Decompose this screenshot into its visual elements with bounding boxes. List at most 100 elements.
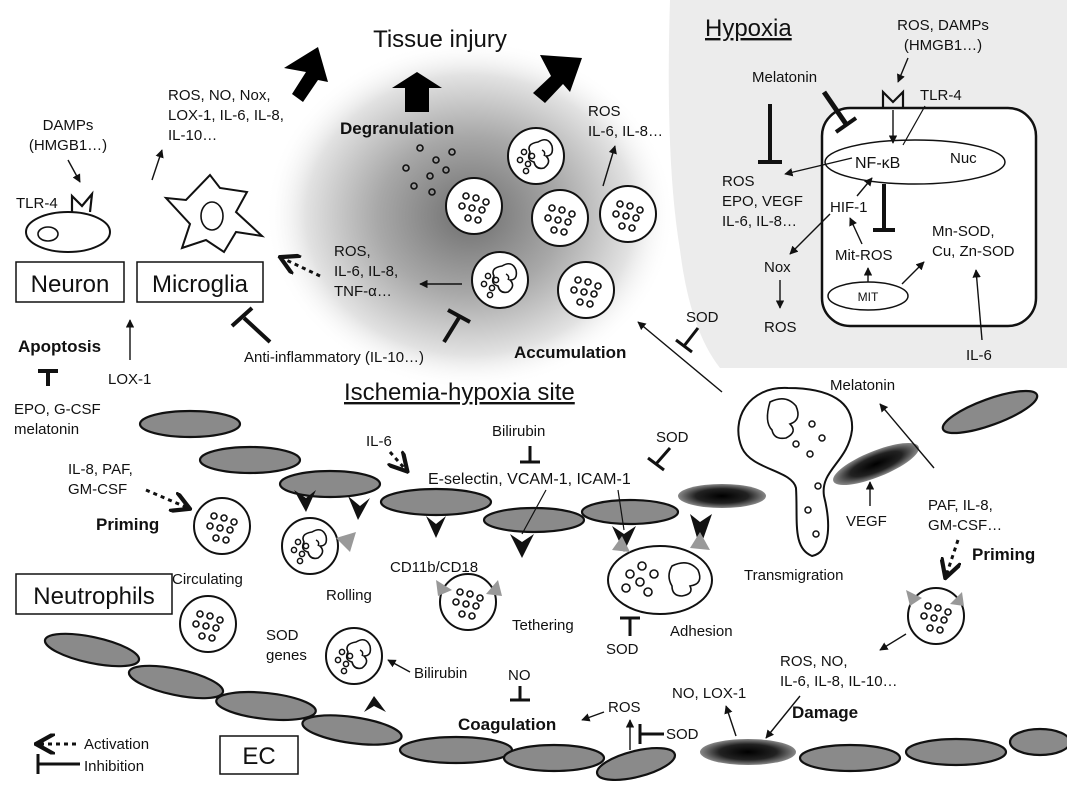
damage-ros-no-label: ROS, NO,	[780, 653, 848, 670]
damage-arrow	[765, 695, 801, 739]
big-arrow-left	[284, 47, 328, 102]
paf-il8-label: PAF, IL-8,	[928, 497, 993, 514]
mit-ros-label: Mit-ROS	[835, 247, 893, 264]
bilirubin-top-label: Bilirubin	[492, 423, 545, 440]
site-ros-label: ROS	[588, 103, 621, 120]
tlr4-hypoxia-label: TLR-4	[920, 87, 962, 104]
cd11b-label: CD11b/CD18	[390, 559, 478, 576]
il6-vessel-label: IL-6	[366, 433, 392, 450]
priming-label: Priming	[96, 515, 159, 534]
ec-upper-5	[482, 506, 586, 534]
hif1-to-nox-arrow	[789, 213, 831, 255]
ec-upper-right	[941, 389, 1039, 435]
cytokine-tnf-label: TNF-α…	[334, 283, 392, 300]
microglia-output-3: IL-10…	[168, 127, 217, 144]
sod-inhibit-selectins-bar	[647, 456, 665, 472]
site-il-label: IL-6, IL-8…	[588, 123, 663, 140]
rolling-ligand	[336, 532, 356, 552]
damage-label: Damage	[792, 703, 858, 722]
apoptosis-label: Apoptosis	[18, 337, 101, 356]
accumulated-neutrophil-1	[507, 127, 565, 185]
hypoxia-title: Hypoxia	[705, 15, 792, 42]
circulating-neutrophil	[193, 497, 251, 555]
big-arrow-right	[533, 55, 582, 103]
adhesion-ligand-right	[690, 532, 710, 550]
hypoxic-cell	[820, 106, 1038, 328]
epo-gcsf-label: EPO, G-CSF	[14, 401, 101, 418]
ec-upper-3	[278, 469, 382, 499]
nfkb-to-outputs-arrow	[784, 157, 853, 177]
tethering-ligand-right	[486, 580, 502, 596]
transmigrating-nucleus	[766, 398, 799, 440]
ec-to-no-lox1-arrow	[724, 705, 737, 737]
microglia-nucleus	[200, 201, 224, 231]
rolling-neutrophil	[281, 517, 339, 575]
sod-top-label: SOD	[686, 309, 719, 326]
circulating-neutrophil-2	[179, 595, 237, 653]
selectin-pointer-1	[521, 489, 547, 535]
primed-ligand-right	[950, 592, 964, 606]
neuron-label: Neuron	[31, 271, 110, 298]
circulating-label: Circulating	[172, 571, 243, 588]
ec-box	[219, 735, 299, 775]
no-label: NO	[508, 667, 531, 684]
nox-label: Nox	[764, 259, 791, 276]
rolling-label: Rolling	[326, 587, 372, 604]
sod-inhibit-accumulation-bar	[675, 338, 693, 354]
inhibition-legend-label: Inhibition	[84, 758, 144, 775]
damps-hmgb1-label: (HMGB1…)	[29, 137, 107, 154]
ec-lower-10	[1008, 727, 1067, 757]
transmigrating-granules	[792, 420, 826, 538]
hif1-label: HIF-1	[830, 199, 868, 216]
ros-to-coagulation-arrow	[581, 711, 605, 722]
anti-inflammatory-inhibit-microglia-bar	[230, 306, 254, 328]
microglia-label: Microglia	[152, 271, 249, 298]
melatonin-inhibit-nfkb-bar	[834, 116, 858, 134]
granule-dots	[402, 144, 456, 196]
hmgb1-label: (HMGB1…)	[904, 37, 982, 54]
site-ros-arrow	[602, 145, 617, 187]
damps-arrow	[897, 57, 909, 83]
primed-to-damage-arrow	[879, 633, 907, 651]
ec-upper-6	[580, 498, 680, 526]
bilirubin-low-label: Bilirubin	[414, 665, 467, 682]
sod-genes-label: SOD	[266, 627, 299, 644]
nox-ros-label: ROS	[764, 319, 797, 336]
sod-inhibit-accumulation	[682, 327, 700, 347]
ec-lower-3	[215, 690, 317, 722]
tethering-label: Tethering	[512, 617, 574, 634]
microglia-output-arrow	[151, 149, 164, 181]
ec-lower-1	[43, 632, 141, 668]
sod-gene-neutrophil	[325, 627, 383, 685]
ec-lower-7	[595, 747, 677, 781]
mit-to-sod-arrow	[901, 261, 925, 285]
melatonin-inhibit-nfkb	[821, 90, 849, 126]
melatonin-hypoxia-label: Melatonin	[752, 69, 817, 86]
primed-ligand-left	[906, 590, 922, 606]
anti-inflammatory-inhibit-neutrophils	[442, 314, 462, 344]
ischemia-site-title: Ischemia-hypoxia site	[344, 379, 575, 406]
ec-lower-4	[301, 714, 403, 746]
gm-csf-label: GM-CSF	[68, 481, 127, 498]
melatonin-cns-label: melatonin	[14, 421, 79, 438]
microglia-output-2: LOX-1, IL-6, IL-8,	[168, 107, 284, 124]
big-arrow-center	[392, 72, 442, 112]
genes-label: genes	[266, 647, 307, 664]
il6-activation-arrow	[390, 452, 406, 470]
nucleus	[824, 139, 1006, 185]
adhesion-molecules	[294, 490, 712, 558]
accumulated-neutrophil-2	[531, 189, 589, 247]
melatonin-to-ec-arrow	[879, 403, 935, 469]
ec-lower-2	[127, 664, 225, 700]
tlr4-receptor-hypoxia	[881, 89, 905, 108]
priming-activation-arrow	[145, 488, 188, 508]
cu-zn-sod-label: Cu, Zn-SOD	[932, 243, 1015, 260]
degranulating-neutrophil	[445, 177, 503, 235]
transmigration-to-accumulation-arrow	[637, 321, 723, 393]
transmigration-label: Transmigration	[744, 567, 843, 584]
tissue-injury-title: Tissue injury	[373, 26, 507, 53]
gm-csf-right-label: GM-CSF…	[928, 517, 1002, 534]
ec-upper-1	[138, 409, 242, 439]
hif1-to-nfkb-arrow	[856, 177, 873, 197]
accumulated-neutrophil-4	[471, 251, 529, 309]
